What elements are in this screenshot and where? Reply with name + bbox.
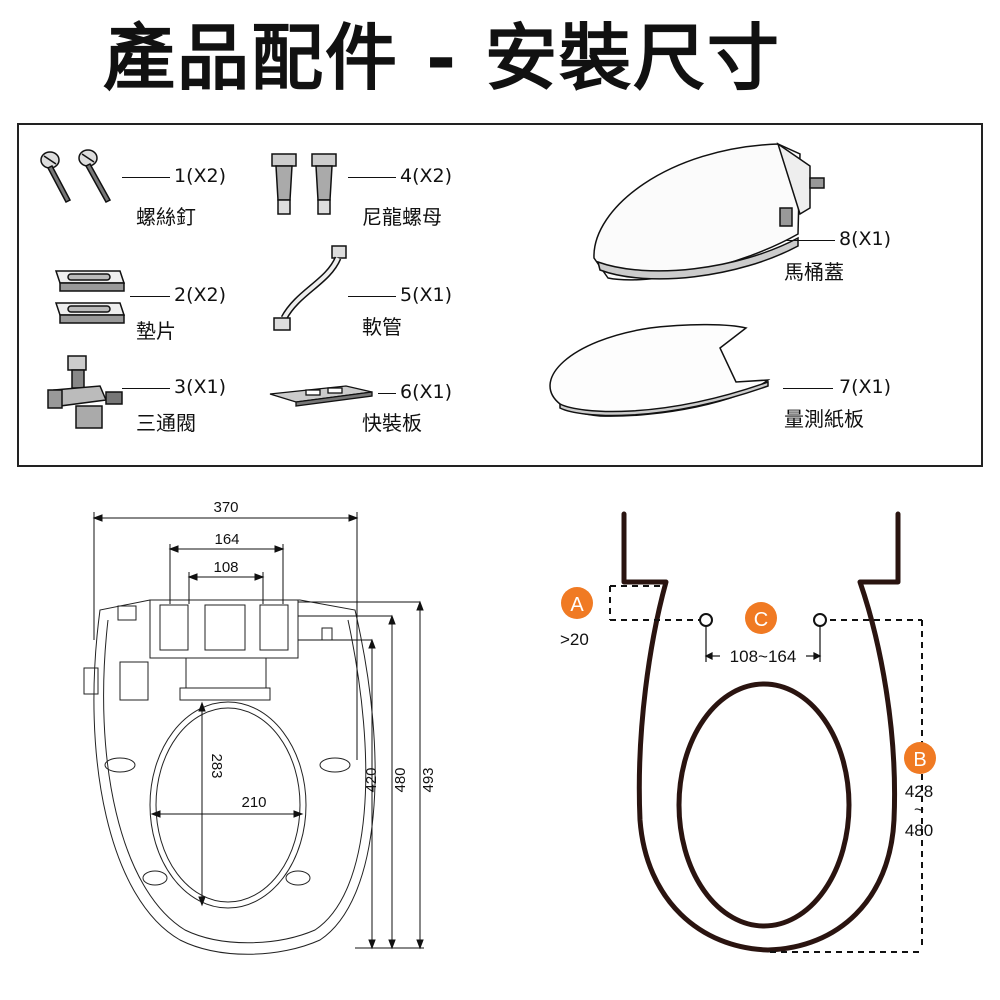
part-8-name: 馬桶蓋 [784, 260, 844, 284]
badge-b [904, 742, 936, 774]
dim-210: 210 [241, 794, 266, 811]
dim-b-sep: ~ [914, 800, 924, 819]
part-5-code: 5(X1) [400, 284, 453, 306]
part-2-name: 墊片 [136, 319, 176, 343]
screw-icon [40, 149, 112, 203]
dim-164: 164 [214, 531, 239, 548]
mounting-block [149, 599, 299, 659]
page-title: 產品配件 - 安裝尺寸 [103, 16, 782, 100]
mount-hole-right [813, 613, 827, 627]
part-2-code: 2(X2) [174, 284, 227, 306]
badge-c-label: C [754, 609, 768, 631]
dim-b-min: 428 [905, 782, 933, 801]
badge-b-label: B [913, 749, 926, 771]
bowl-outline [621, 511, 901, 953]
part-5-name: 軟管 [362, 315, 402, 339]
template-board-icon [549, 323, 771, 417]
part-8-code: 8(X1) [839, 228, 892, 250]
part-3-name: 三通閥 [136, 411, 196, 435]
seat-outline [93, 599, 376, 955]
dim-480: 480 [392, 767, 409, 792]
badge-a [561, 587, 593, 619]
dim-c-value: 108~164 [730, 647, 797, 666]
part-1-name: 螺絲釘 [136, 205, 196, 229]
pad-icon [54, 270, 126, 324]
part-1-code: 1(X2) [174, 165, 227, 187]
seat-opening [149, 701, 307, 909]
nylon-nut-icon [271, 153, 337, 215]
dim-493: 493 [420, 767, 437, 792]
part-7-code: 7(X1) [839, 376, 892, 398]
quick-plate-icon [269, 385, 373, 407]
part-6-name: 快裝板 [362, 411, 422, 435]
dim-b-max: 480 [905, 821, 933, 840]
tee-valve-icon [47, 355, 123, 429]
hose-icon [273, 245, 347, 331]
part-6-code: 6(X1) [400, 381, 453, 403]
dim-108: 108 [213, 559, 238, 576]
bowl-opening [676, 681, 852, 929]
accessories-panel [17, 123, 983, 467]
part-4-code: 4(X2) [400, 165, 453, 187]
badge-c [745, 602, 777, 634]
part-4-name: 尼龍螺母 [362, 205, 442, 229]
dim-370: 370 [213, 499, 238, 516]
part-3-code: 3(X1) [174, 376, 227, 398]
mount-hole-left [699, 613, 713, 627]
dim-283: 283 [208, 753, 225, 778]
toilet-bowl-drawing: A C B >20 108~164 428 ~ 480 [560, 511, 936, 953]
toilet-seat-icon [593, 142, 825, 281]
badge-a-label: A [570, 594, 584, 616]
seat-dimension-drawing: 370 164 108 283 210 420 480 493 [83, 499, 437, 955]
dim-420: 420 [363, 767, 380, 792]
dim-a-value: >20 [560, 630, 589, 649]
part-7-name: 量測紙板 [784, 407, 864, 431]
